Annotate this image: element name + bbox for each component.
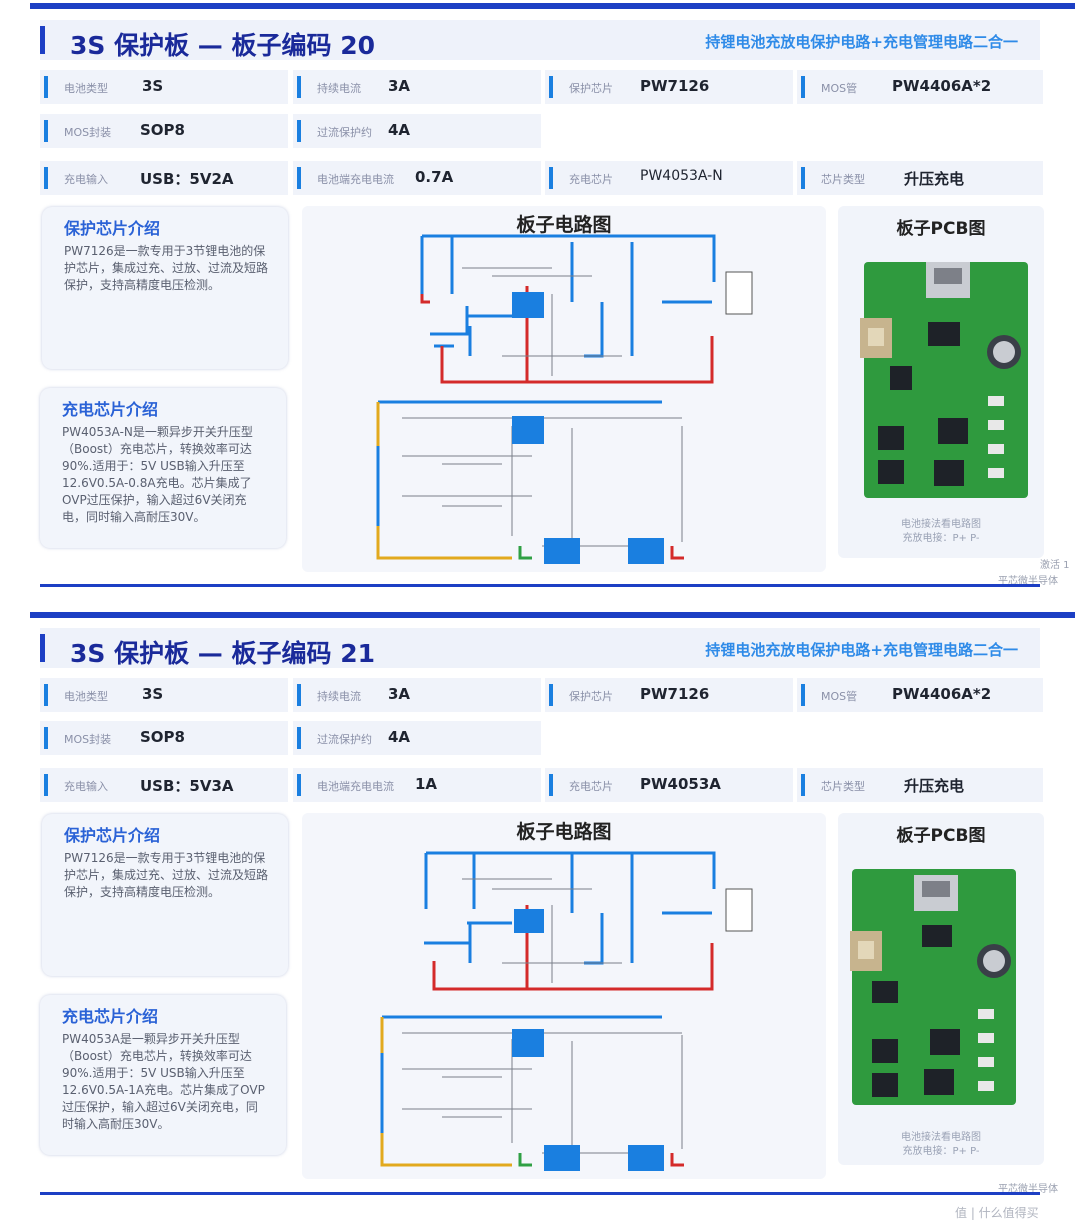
board-bottom-line [40,584,1040,587]
spec-charge-input: 充电输入 USB：5V3A [40,768,288,802]
spec-battery-charge-current: 电池端充电电流 0.7A [293,161,541,195]
circuit-diagram: 板子电路图 [302,813,826,1179]
spec-charge-chip: 充电芯片 PW4053A [545,768,793,802]
protect-chip-title: 保护芯片介绍 [64,826,161,845]
board-21: 3S 保护板 — 板子编码 21 持锂电池充放电保护电路+充电管理电路二合一 电… [0,606,1080,1224]
spec-continuous-current: 持续电流 3A [293,678,541,712]
board-subtitle: 持锂电池充放电保护电路+充电管理电路二合一 [705,33,1018,51]
protect-chip-panel: 保护芯片介绍 PW7126是一款专用于3节锂电池的保护芯片，集成过充、过放、过流… [42,207,288,369]
protect-chip-title: 保护芯片介绍 [64,219,161,238]
title-stripe [40,26,45,54]
activation-watermark: 激活 1 [1040,560,1070,571]
pcb-panel: 板子PCB图 电池接法看电路图 充放电接：P+ P- [838,813,1044,1165]
circuit-diagram-title: 板子电路图 [516,821,612,843]
schematic-drawing [376,234,753,564]
site-watermark: 值 | 什么值得买 [955,1206,1039,1220]
board-subtitle: 持锂电池充放电保护电路+充电管理电路二合一 [705,641,1018,659]
protect-chip-panel: 保护芯片介绍 PW7126是一款专用于3节锂电池的保护芯片，集成过充、过放、过流… [42,814,288,976]
spec-overcurrent: 过流保护约 4A [293,721,541,755]
spec-chip-type: 芯片类型 升压充电 [797,161,1043,195]
charge-chip-text: PW4053A-N是一颗异步开关升压型（Boost）充电芯片，转换效率可达90%… [62,425,253,524]
spec-continuous-current: 持续电流 3A [293,70,541,104]
spec-mos: MOS管 PW4406A*2 [797,678,1043,712]
spec-mos-package: MOS封装 SOP8 [40,721,288,755]
pcb-caption-wiring: 电池接法看电路图 [901,519,981,530]
spec-protect-chip: 保护芯片 PW7126 [545,70,793,104]
spec-battery-charge-current: 电池端充电电流 1A [293,768,541,802]
spec-charge-input: 充电输入 USB：5V2A [40,161,288,195]
circuit-diagram: 板子电路图 [302,206,826,572]
spec-charge-chip: 充电芯片 PW4053A-N [545,161,793,195]
charge-chip-text: PW4053A是一颗异步开关升压型（Boost）充电芯片，转换效率可达90%.适… [62,1032,265,1131]
spec-battery-type: 电池类型 3S [40,70,288,104]
charge-chip-panel: 充电芯片介绍 PW4053A是一颗异步开关升压型（Boost）充电芯片，转换效率… [40,995,286,1155]
board-title: 3S 保护板 — 板子编码 21 [70,639,376,668]
pcb-panel: 板子PCB图 电池接法看电路图 充放电接：P+ P- [838,206,1044,558]
spec-protect-chip: 保护芯片 PW7126 [545,678,793,712]
spec-overcurrent: 过流保护约 4A [293,114,541,148]
charge-chip-title: 充电芯片介绍 [62,400,159,419]
protect-chip-text: PW7126是一款专用于3节锂电池的保护芯片，集成过充、过放、过流及短路保护，支… [64,851,269,899]
pcb-caption-terminals: 充放电接：P+ P- [902,533,980,544]
brand-watermark: 平芯微半导体 [998,576,1058,587]
pcb-title: 板子PCB图 [896,219,986,239]
board-bottom-line [40,1192,1040,1195]
board-top-bar [30,612,1075,618]
charge-chip-title: 充电芯片介绍 [62,1007,159,1026]
board-title: 3S 保护板 — 板子编码 20 [70,31,376,60]
title-stripe [40,634,45,662]
spec-mos-package: MOS封装 SOP8 [40,114,288,148]
charge-chip-panel: 充电芯片介绍 PW4053A-N是一颗异步开关升压型（Boost）充电芯片，转换… [40,388,286,548]
spec-battery-type: 电池类型 3S [40,678,288,712]
brand-watermark: 平芯微半导体 [998,1184,1058,1195]
board-top-bar [30,3,1075,9]
pcb-caption-terminals: 充放电接：P+ P- [902,1146,980,1157]
schematic-drawing [380,851,753,1171]
board-20: 3S 保护板 — 板子编码 20 持锂电池充放电保护电路+充电管理电路二合一 电… [0,0,1080,600]
board-title-bar: 3S 保护板 — 板子编码 21 持锂电池充放电保护电路+充电管理电路二合一 [40,628,1040,668]
pcb-title: 板子PCB图 [896,826,986,846]
spec-chip-type: 芯片类型 升压充电 [797,768,1043,802]
circuit-diagram-title: 板子电路图 [516,214,612,236]
pcb-board-image [860,262,1028,498]
board-title-bar: 3S 保护板 — 板子编码 20 持锂电池充放电保护电路+充电管理电路二合一 [40,20,1040,60]
pcb-caption-wiring: 电池接法看电路图 [901,1132,981,1143]
spec-mos: MOS管 PW4406A*2 [797,70,1043,104]
pcb-board-image [850,869,1016,1105]
protect-chip-text: PW7126是一款专用于3节锂电池的保护芯片，集成过充、过放、过流及短路保护，支… [64,244,269,292]
